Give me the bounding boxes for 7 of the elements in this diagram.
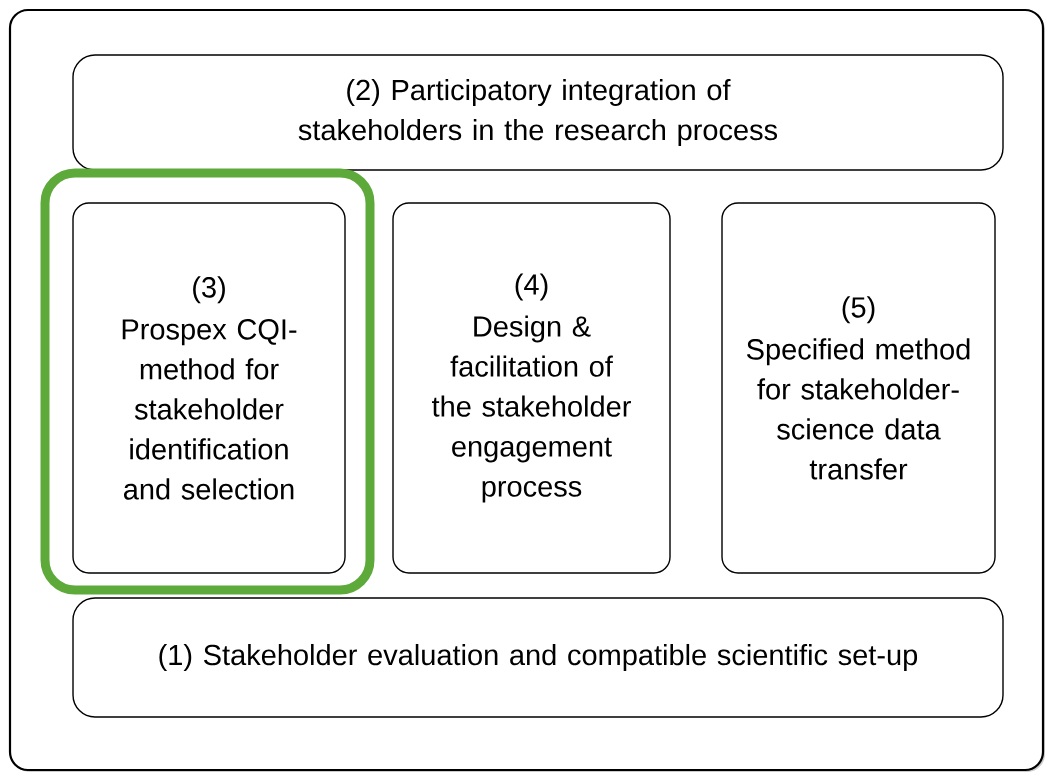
outer-frame	[8, 8, 1045, 772]
process-box: (2) Participatory integration of stakeholders in the research process	[72, 54, 1004, 171]
process-box: (3) Prospex CQI-method for stakeholder identification and selection	[72, 202, 346, 574]
process-box: (1) Stakeholder evaluation and compatible scientific set-up	[72, 597, 1004, 718]
process-box: (4) Design & facilitation of the stakeholder engagement process	[392, 202, 671, 574]
highlight-frame	[40, 168, 375, 595]
process-box: (5) Specified method for stakeholder-science data transfer	[721, 202, 996, 574]
